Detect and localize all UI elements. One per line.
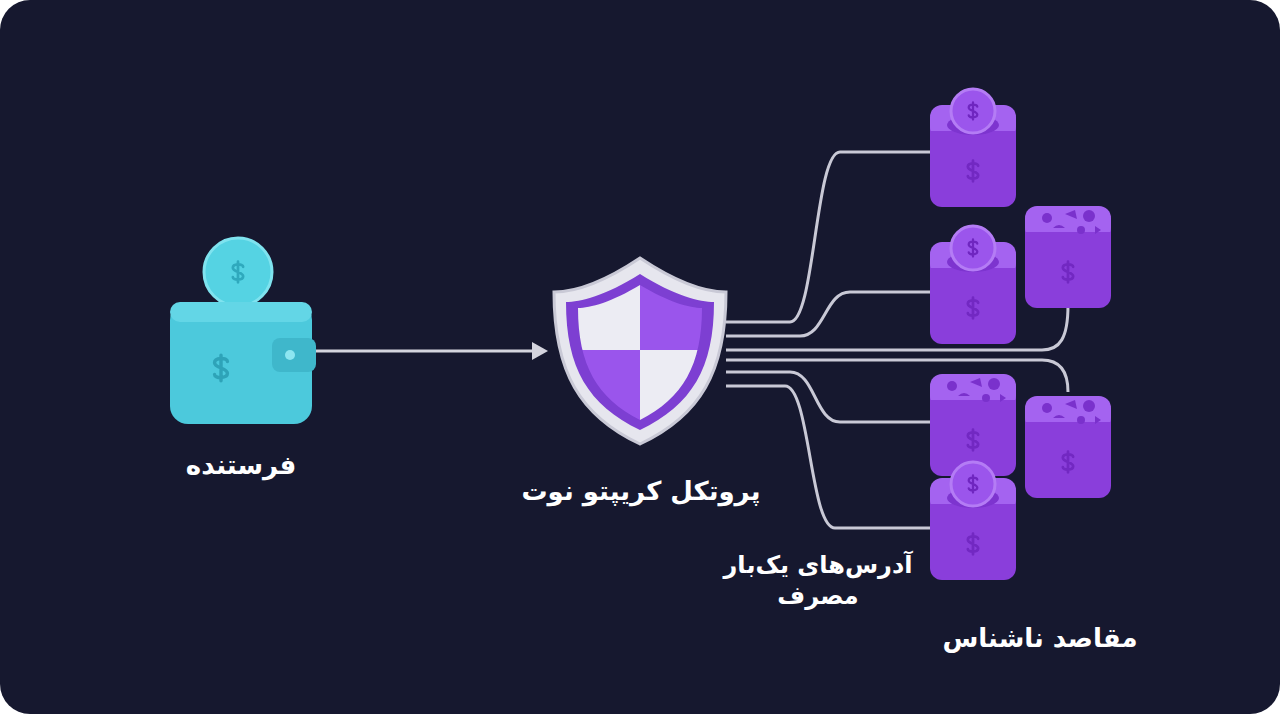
node-label: پروتکل کریپتو نوت	[521, 476, 760, 506]
node-label: فرستنده	[186, 450, 296, 480]
shield-icon	[554, 258, 726, 444]
wallet-icon	[170, 238, 316, 424]
arrow-head	[532, 342, 548, 360]
flow-arrow	[316, 350, 534, 353]
output-wires	[726, 152, 1068, 528]
unknown-destinations-label: مقاصد ناشناس	[920, 622, 1160, 656]
shield-node: پروتکل کریپتو نوت	[554, 256, 728, 446]
address-cubes	[930, 89, 1111, 580]
wallet-node: فرستنده	[168, 250, 314, 426]
one-time-addresses-label: آدرس‌های یک‌بار مصرف	[718, 550, 918, 612]
